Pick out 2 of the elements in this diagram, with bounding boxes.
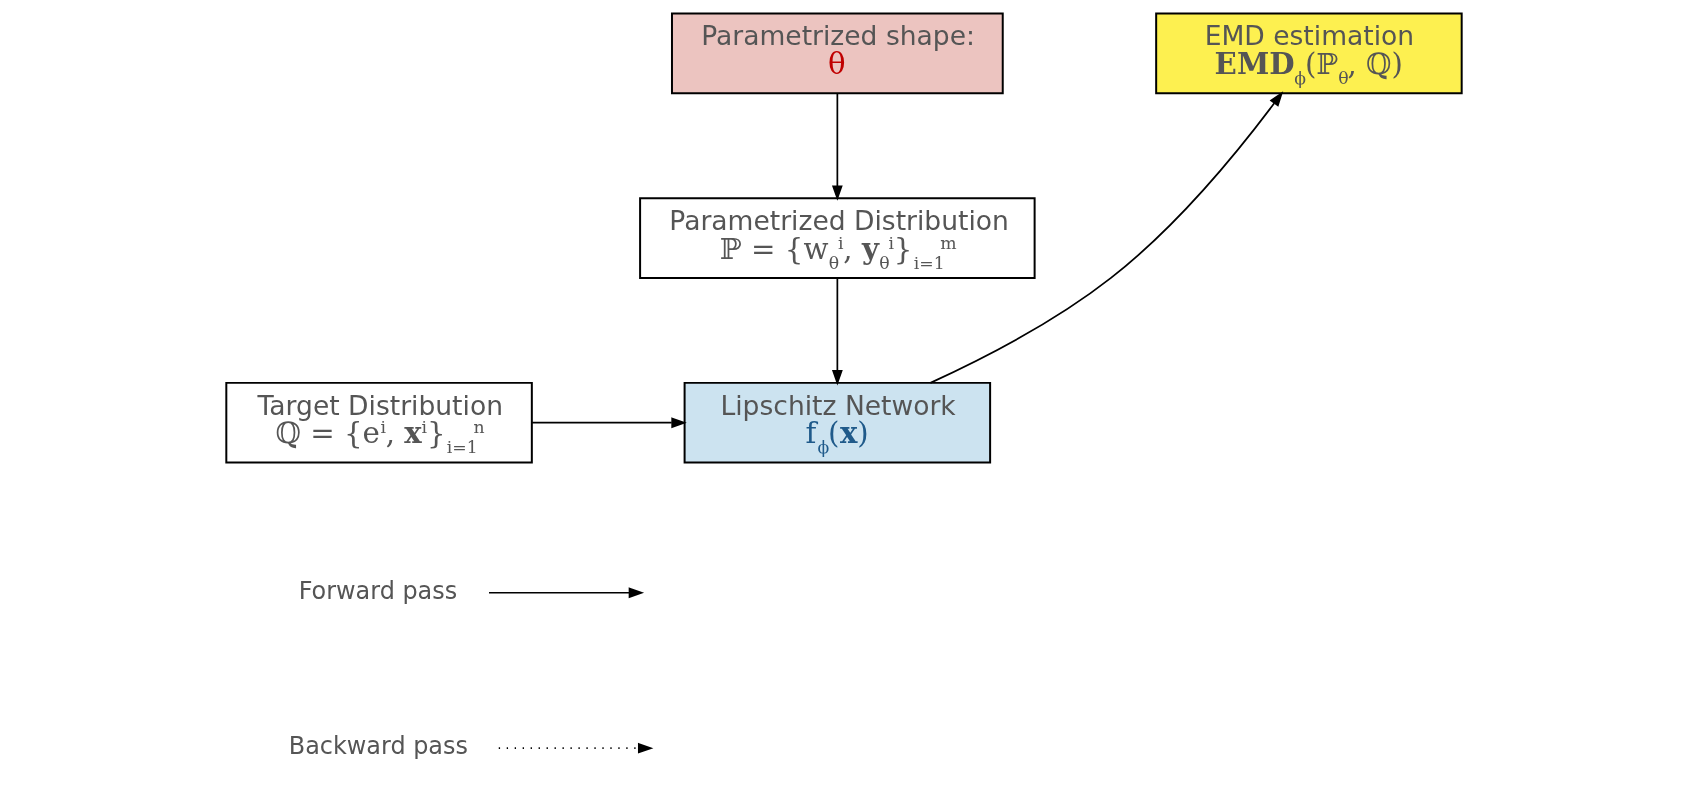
legend-label: Backward pass [288,732,468,761]
legend-label: Forward pass [298,576,458,605]
